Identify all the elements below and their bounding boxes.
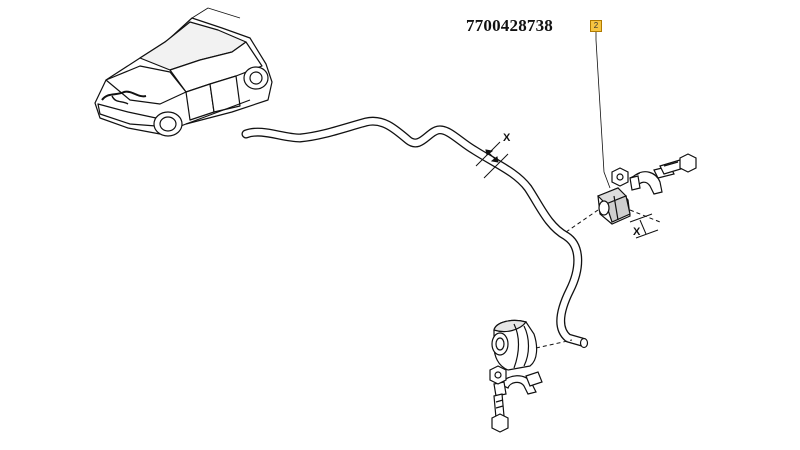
upper-bracket (629, 165, 675, 195)
part-number-label: 7700428738 (466, 16, 553, 35)
lower-bracket (493, 371, 543, 397)
upper-bushing (596, 187, 631, 225)
upper-alignment-lines (565, 171, 661, 233)
anti-roll-bar (241, 116, 589, 349)
lower-bushing (491, 319, 538, 371)
dimension-label-bar: X (503, 132, 511, 144)
lower-bolt (491, 393, 509, 433)
callout-badge: 2 (590, 20, 602, 32)
upper-nut (611, 167, 629, 187)
callout-leader-line (595, 32, 611, 189)
car-illustration (94, 7, 273, 137)
upper-bolt (659, 153, 697, 175)
dimension-x-bar-marker (475, 141, 509, 179)
lower-nut (489, 365, 507, 385)
dimension-x-bracket-marker (629, 213, 659, 239)
dimension-label-bracket: X (633, 226, 641, 238)
